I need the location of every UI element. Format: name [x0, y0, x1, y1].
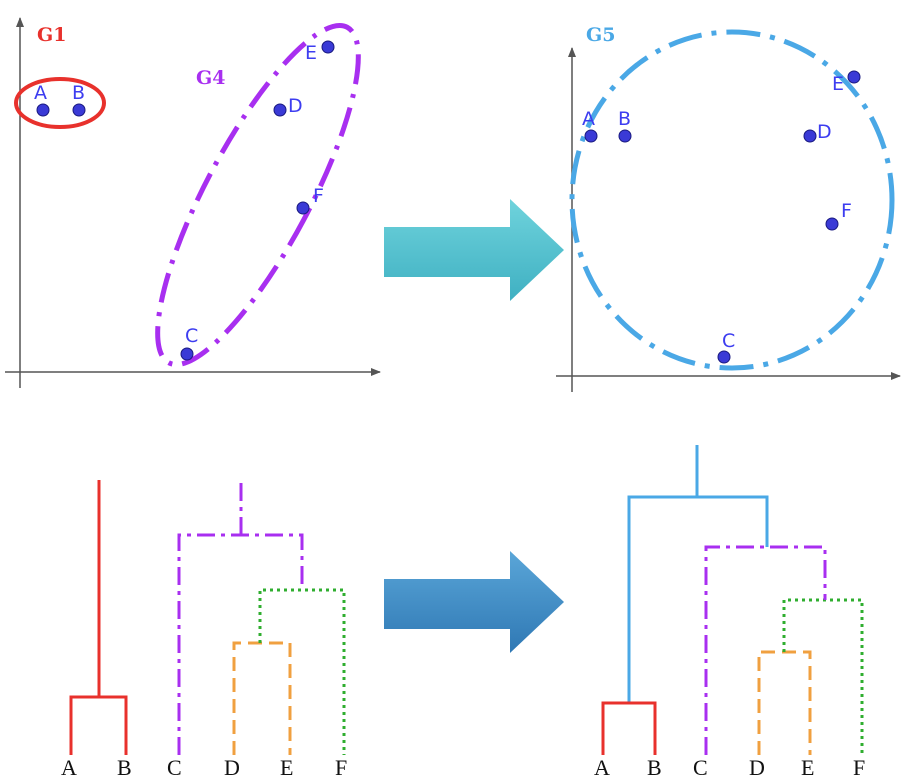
dendrogram-right: A B C D E F: [594, 445, 865, 780]
group-g5-label: G5: [586, 24, 615, 46]
group-g5-outline: [569, 29, 895, 371]
svg-text:A: A: [582, 108, 595, 130]
arrow-right-icon: [384, 551, 564, 653]
branch-g4: [704, 545, 827, 755]
leaf-f: F: [853, 755, 865, 780]
point-f: F: [825, 200, 852, 231]
leaf-d: D: [749, 755, 765, 780]
branch-de: [232, 641, 292, 755]
point-d: D: [273, 95, 303, 117]
branch-def: [258, 588, 346, 755]
point-c: C: [180, 325, 198, 361]
branch-g5: [627, 445, 769, 703]
leaf-a: A: [61, 755, 77, 780]
branch-g1: [69, 480, 128, 755]
scatter-right: G5 A B D E F C: [556, 24, 901, 392]
point-c: C: [717, 330, 735, 364]
point-a: A: [582, 108, 598, 143]
point-e: E: [832, 70, 861, 95]
leaf-b: B: [647, 755, 662, 780]
group-g4-label: G4: [196, 67, 225, 89]
point-f: F: [296, 185, 324, 215]
leaf-e: E: [801, 755, 814, 780]
svg-text:E: E: [832, 73, 844, 95]
leaf-c: C: [693, 755, 708, 780]
svg-text:F: F: [313, 185, 324, 207]
branch-g4: [177, 482, 304, 755]
leaf-a: A: [594, 755, 610, 780]
svg-text:E: E: [305, 42, 317, 64]
scatter-left: G1 G4 A B D E F C: [5, 17, 381, 388]
svg-text:B: B: [618, 108, 631, 130]
branch-de: [757, 650, 812, 755]
svg-text:C: C: [185, 325, 198, 347]
arrow-right-icon: [384, 199, 564, 301]
branch-g1: [601, 701, 657, 755]
svg-text:C: C: [722, 330, 735, 352]
svg-text:D: D: [288, 95, 303, 117]
leaf-d: D: [224, 755, 240, 780]
point-d: D: [803, 121, 832, 143]
svg-text:D: D: [817, 121, 832, 143]
group-g1-outline: [14, 77, 106, 129]
svg-text:A: A: [34, 82, 47, 104]
leaf-c: C: [167, 755, 182, 780]
point-b: B: [618, 108, 632, 143]
group-g4-outline: [155, 22, 361, 368]
branch-def: [782, 598, 864, 755]
leaf-f: F: [335, 755, 347, 780]
leaf-e: E: [280, 755, 293, 780]
svg-text:B: B: [72, 82, 85, 104]
leaf-b: B: [117, 755, 132, 780]
point-e: E: [305, 40, 335, 64]
group-g1-label: G1: [37, 24, 66, 46]
dendrogram-left: A B C D E F: [61, 480, 347, 780]
point-b: B: [72, 82, 86, 117]
point-a: A: [34, 82, 50, 117]
svg-text:F: F: [841, 200, 852, 222]
